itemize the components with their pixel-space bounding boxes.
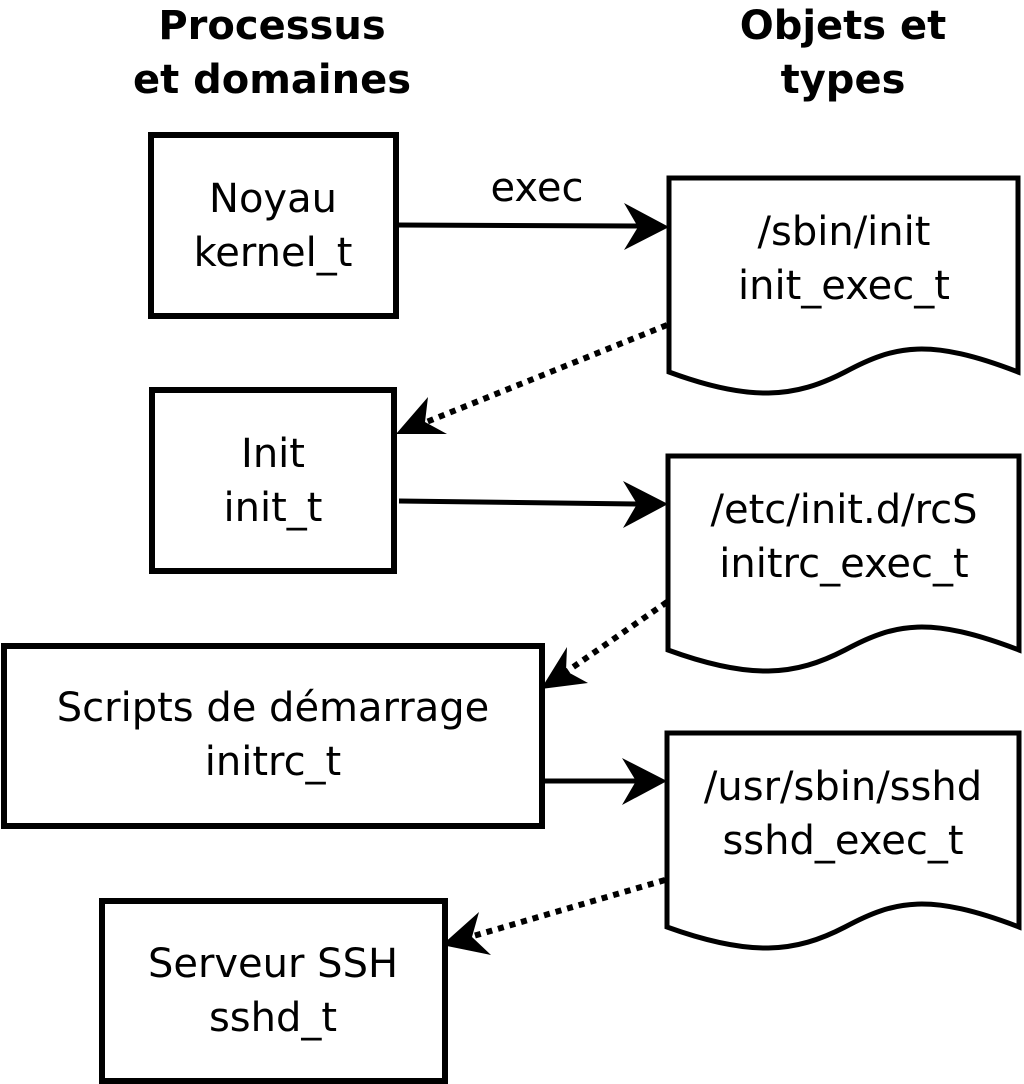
process-name: Noyau: [209, 176, 337, 222]
process-box-init: Init init_t: [149, 387, 397, 574]
process-type: sshd_t: [209, 995, 337, 1041]
object-path: /usr/sbin/sshd: [704, 764, 982, 810]
process-type: init_t: [224, 485, 323, 531]
object-doc-usr-sbin-sshd: /usr/sbin/sshd sshd_exec_t: [664, 730, 1022, 951]
process-box-startup-scripts: Scripts de démarrage initrc_t: [1, 643, 545, 829]
processes-heading-line-1: Processus: [158, 3, 385, 49]
process-box-kernel: Noyau kernel_t: [148, 132, 399, 319]
process-name: Init: [241, 431, 305, 477]
process-name: Scripts de démarrage: [57, 685, 489, 731]
object-type: initrc_exec_t: [719, 541, 968, 587]
process-box-ssh-server: Serveur SSH sshd_t: [99, 898, 448, 1084]
object-path: /sbin/init: [758, 209, 931, 255]
exec-arrow-kernel-to-sbin-init: [395, 203, 669, 250]
process-type: initrc_t: [205, 739, 342, 785]
exec-arrow-scripts-to-sshd: [540, 758, 667, 805]
transition-arrow-sshd-to-ssh-server: [442, 877, 666, 955]
object-path: /etc/init.d/rcS: [710, 487, 977, 533]
objects-heading-line-1: Objets et: [740, 3, 947, 49]
object-doc-etc-init-d-rcs: /etc/init.d/rcS initrc_exec_t: [665, 453, 1022, 674]
object-type: sshd_exec_t: [722, 818, 963, 864]
transition-arrow-rcs-to-scripts: [541, 599, 669, 689]
process-type: kernel_t: [194, 230, 353, 276]
transition-arrow-sbin-init-to-init: [396, 322, 669, 434]
exec-arrow-init-to-rcs: [398, 481, 668, 528]
process-name: Serveur SSH: [148, 941, 398, 987]
object-type: init_exec_t: [738, 263, 950, 309]
objects-heading-line-2: types: [781, 57, 906, 103]
processes-heading-line-2: et domaines: [133, 57, 411, 103]
object-doc-sbin-init: /sbin/init init_exec_t: [666, 175, 1021, 396]
exec-edge-label: exec: [491, 165, 584, 211]
